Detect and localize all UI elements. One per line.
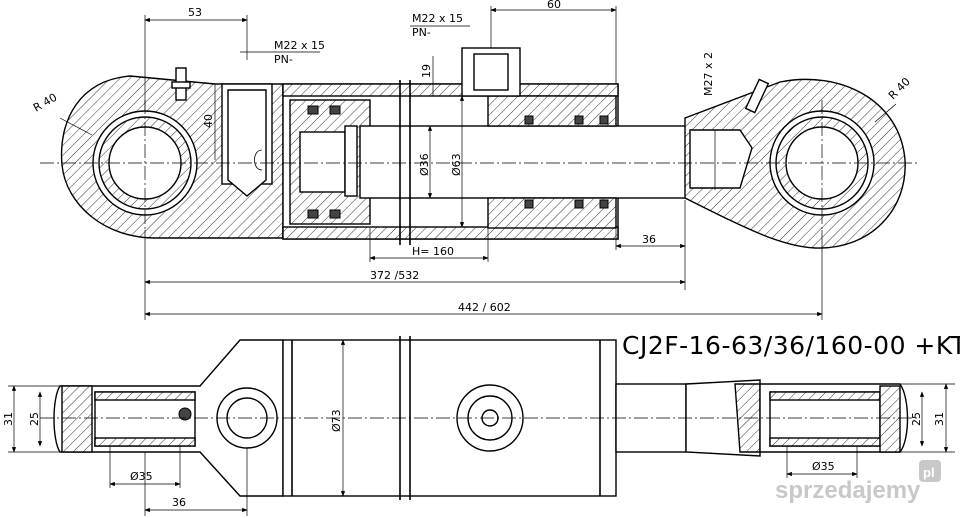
watermark-tld: pl [923,465,935,480]
stroke-h: H= 160 [412,245,454,258]
plan-dim-25-left: 25 [28,412,41,426]
radius-left: R 40 [31,91,59,115]
plan-dim-31-left: 31 [2,412,15,426]
gland-head [487,95,617,127]
plan-dim-36: 36 [172,496,186,509]
plan-pin-right: Ø35 [812,460,835,473]
watermark-site: sprzedajemy [775,477,921,504]
model-code: CJ2F-16-63/36/160-00 +KT2 [622,331,960,360]
rod-diameter: Ø36 [418,153,431,176]
dim-19: 19 [420,64,433,78]
length-closed: 372 /532 [370,269,419,282]
length-total: 442 / 602 [458,301,511,314]
watermark: sprzedajemy pl [775,460,941,504]
dim-60: 60 [547,0,561,11]
plan-dim-25-right: 25 [910,412,923,426]
plan-tube-diameter: Ø73 [330,409,343,432]
radius-right: R 40 [886,75,913,102]
plan-pin-left: Ø35 [130,470,153,483]
sectional-view: 53 60 M22 x 15 PN- M22 x 15 PN- 40 19 R … [31,0,920,320]
watermark-badge [919,460,941,482]
dim-36-right: 36 [642,233,656,246]
plan-view: 31 25 31 25 Ø73 Ø35 Ø35 36 [2,336,955,516]
right-port-thread: M22 x 15 [412,12,463,25]
dim-40: 40 [202,114,215,128]
left-port-thread: M22 x 15 [274,39,325,52]
dim-53: 53 [188,6,202,19]
plan-dim-31-right: 31 [933,412,946,426]
bore-diameter: Ø63 [450,153,463,176]
right-grease-nipple [744,78,770,114]
rod-thread: M27 x 2 [702,52,715,96]
left-port-pn: PN- [274,53,293,66]
right-port-pn: PN- [412,26,431,39]
